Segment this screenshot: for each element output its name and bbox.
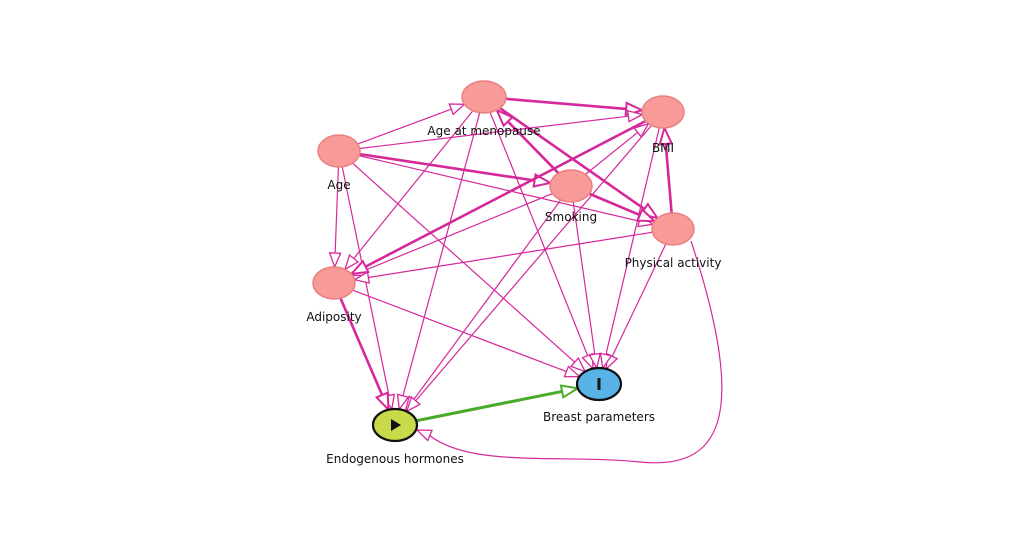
edge-smoking-to-physical_activity — [588, 192, 658, 223]
node-label: Smoking — [545, 210, 597, 224]
node-label: BMI — [652, 141, 674, 155]
node-age[interactable]: Age — [317, 134, 361, 192]
edge-smoking-to-adiposity — [350, 192, 554, 277]
node-label: Endogenous hormones — [326, 452, 464, 466]
edge-adiposity-to-breast_parameters — [352, 289, 582, 378]
node-adiposity[interactable]: Adiposity — [306, 266, 362, 324]
bar-icon — [597, 378, 601, 390]
play-icon — [391, 419, 401, 431]
node-shape — [461, 80, 507, 114]
node-label: Physical activity — [625, 256, 722, 270]
node-shape — [317, 134, 361, 168]
node-physical-activity[interactable]: Physical activity — [625, 212, 722, 270]
edge-bmi-to-adiposity — [348, 119, 647, 276]
edge-bmi-to-endogenous_hormones — [405, 124, 653, 413]
node-bmi[interactable]: BMI — [641, 95, 685, 155]
edge-age-to-bmi — [359, 109, 645, 150]
edge-endogenous_hormones-to-breast_parameters — [414, 384, 581, 423]
edge-age-to-smoking — [358, 152, 554, 188]
edge-smoking-to-breast_parameters — [572, 201, 602, 370]
edge-age-to-adiposity — [328, 166, 342, 269]
edge-physical_activity-to-endogenous_hormones — [415, 240, 723, 464]
edge-age-to-physical_activity — [358, 155, 655, 228]
edge-physical_activity-to-bmi — [658, 125, 674, 215]
node-endogenous-hormones[interactable]: Endogenous hormones — [326, 407, 464, 466]
edge-smoking-to-bmi — [584, 122, 650, 175]
edge-age_menopause-to-adiposity — [343, 110, 474, 271]
edges-layer — [328, 97, 723, 464]
node-label: Age — [327, 178, 350, 192]
edge-age_menopause-to-breast_parameters — [489, 111, 594, 371]
edge-age_menopause-to-endogenous_hormones — [396, 112, 481, 412]
node-shape — [312, 266, 356, 300]
node-shape — [549, 169, 593, 203]
node-label: Breast parameters — [543, 410, 655, 424]
edge-smoking-to-age_menopause — [494, 108, 560, 175]
edge-age-to-age_menopause — [357, 103, 467, 145]
edge-bmi-to-breast_parameters — [599, 127, 660, 370]
edge-age_menopause-to-bmi — [504, 97, 645, 117]
node-shape — [641, 95, 685, 129]
node-age-menopause[interactable]: Age at menopause — [427, 80, 541, 138]
node-smoking[interactable]: Smoking — [545, 169, 597, 224]
edge-physical_activity-to-adiposity — [352, 231, 654, 284]
node-shape — [651, 212, 695, 246]
node-label: Age at menopause — [427, 124, 540, 138]
node-label: Adiposity — [306, 310, 361, 324]
edge-adiposity-to-endogenous_hormones — [339, 296, 390, 413]
node-breast-parameters[interactable]: Breast parameters — [543, 366, 655, 424]
